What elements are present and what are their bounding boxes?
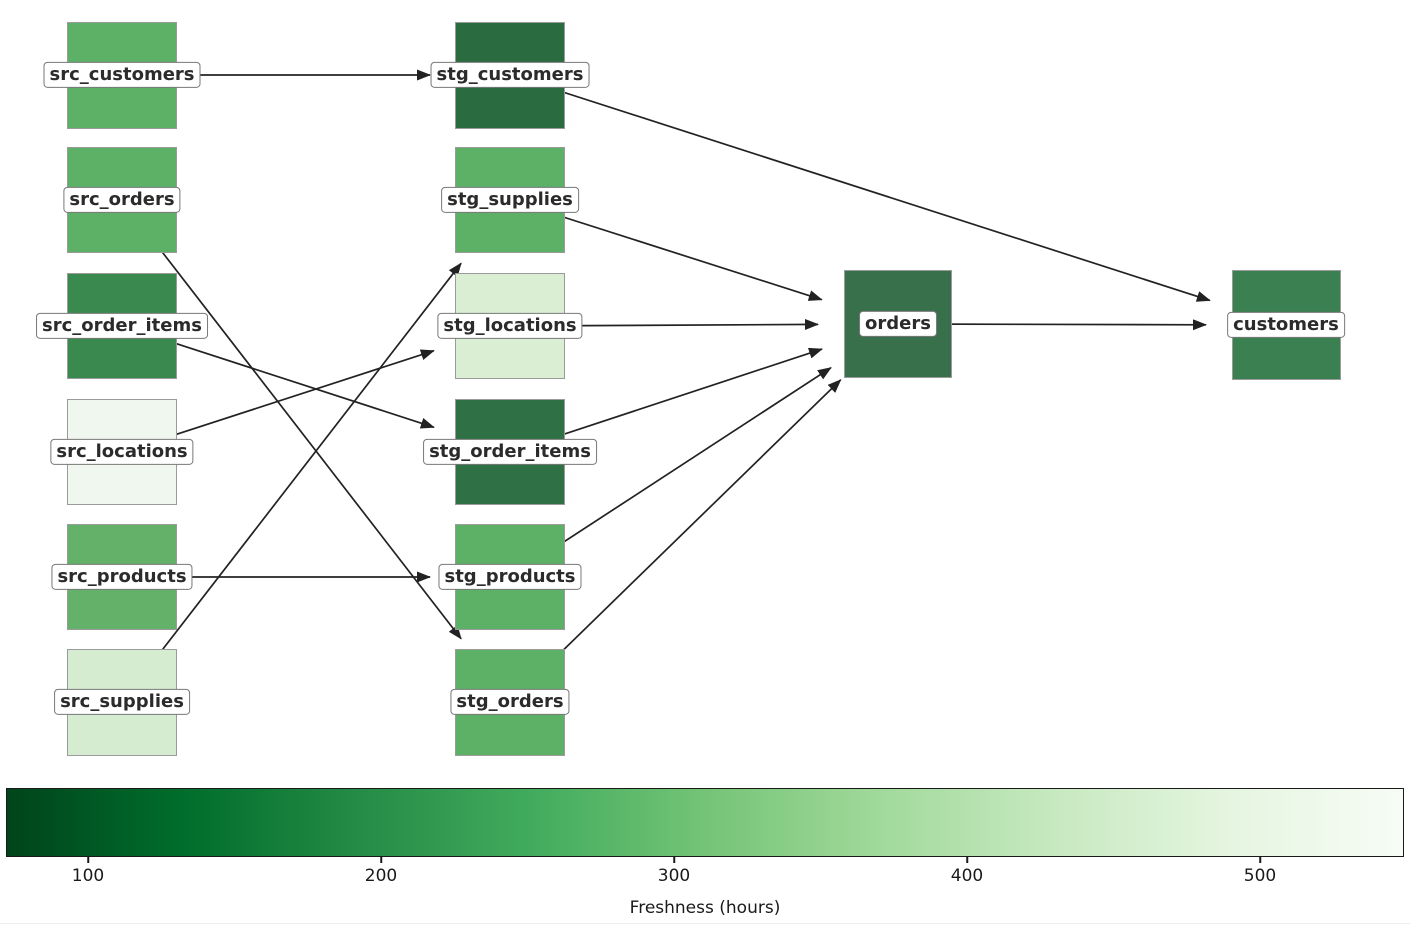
- edge-src_supplies-to-stg_supplies: [121, 262, 462, 703]
- colorbar-tick-label-300: 300: [657, 866, 691, 886]
- edge-stg_orders-to-orders: [509, 379, 842, 703]
- node-label-src_orders: src_orders: [63, 186, 181, 214]
- colorbar-tick-mark-100: [87, 857, 89, 863]
- node-label-stg_products: stg_products: [438, 563, 582, 591]
- node-label-src_customers: src_customers: [43, 61, 201, 89]
- node-label-src_products: src_products: [51, 563, 193, 591]
- colorbar-tick-mark-400: [966, 857, 968, 863]
- node-label-orders: orders: [859, 310, 937, 338]
- colorbar-tick-mark-200: [380, 857, 382, 863]
- node-label-stg_locations: stg_locations: [437, 312, 583, 340]
- node-label-stg_supplies: stg_supplies: [441, 186, 579, 214]
- edge-layer: [121, 69, 1211, 703]
- edge-stg_customers-to-customers: [509, 74, 1211, 302]
- colorbar-tick-mark-500: [1259, 857, 1261, 863]
- node-label-stg_order_items: stg_order_items: [423, 438, 597, 466]
- node-label-customers: customers: [1227, 311, 1345, 339]
- colorbar-tick-label-200: 200: [364, 866, 398, 886]
- figure-bottom-rule: [0, 923, 1410, 924]
- colorbar-axis-label: Freshness (hours): [629, 898, 781, 918]
- colorbar-tick-label-100: 100: [71, 866, 105, 886]
- freshness-colorbar: [6, 788, 1404, 857]
- node-label-stg_orders: stg_orders: [450, 688, 570, 716]
- colorbar-tick-mark-300: [673, 857, 675, 863]
- colorbar-tick-label-400: 400: [950, 866, 984, 886]
- node-label-src_order_items: src_order_items: [36, 312, 208, 340]
- node-label-src_supplies: src_supplies: [54, 688, 190, 716]
- edge-src_orders-to-stg_orders: [121, 199, 462, 640]
- node-label-src_locations: src_locations: [50, 438, 194, 466]
- node-label-stg_customers: stg_customers: [430, 61, 590, 89]
- colorbar-tick-label-500: 500: [1243, 866, 1277, 886]
